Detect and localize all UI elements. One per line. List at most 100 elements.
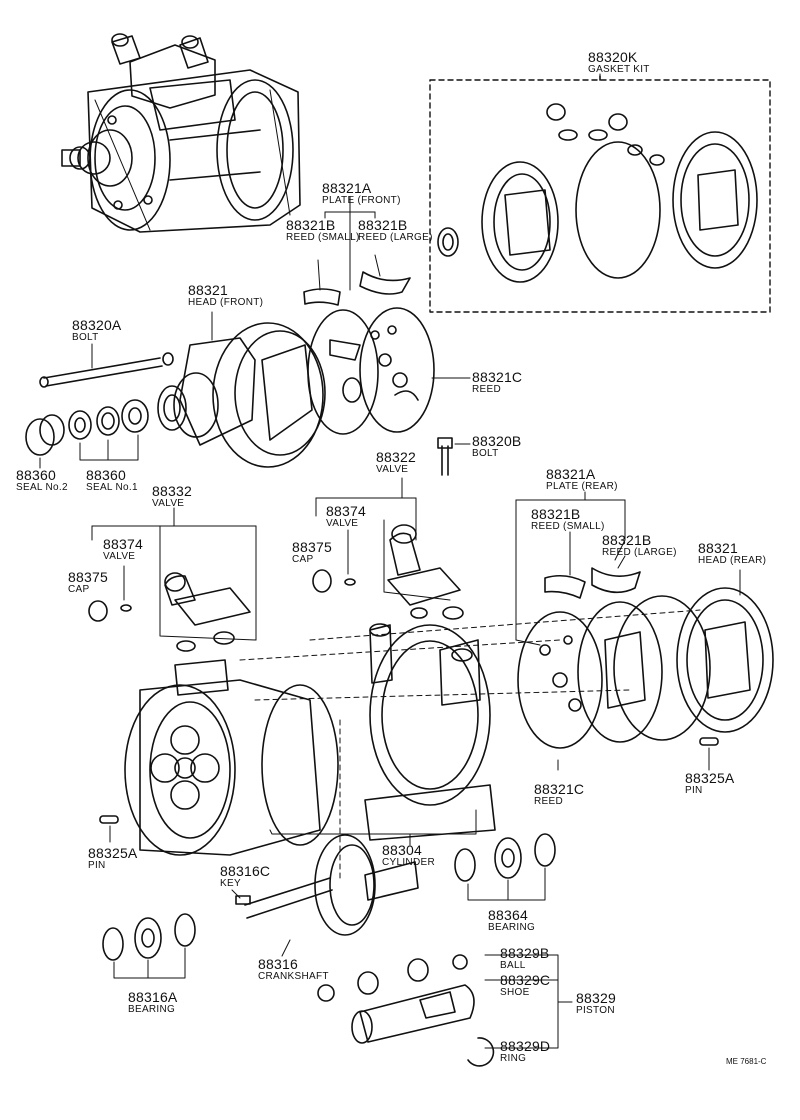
part-number: 88325A — [685, 770, 735, 786]
part-number: 88329 — [576, 990, 616, 1006]
label-plate-front: 88321A PLATE (FRONT) — [322, 181, 401, 206]
label-valve-center: 88322 VALVE — [376, 450, 416, 475]
part-name: PIN — [88, 860, 106, 871]
part-number: 88321A — [322, 180, 372, 196]
label-bearing-right: 88364 BEARING — [488, 908, 535, 933]
part-number: 88321B — [602, 532, 652, 548]
part-number: 88320A — [72, 317, 122, 333]
part-name: SEAL No.1 — [86, 482, 138, 493]
part-number: 88321C — [472, 369, 523, 385]
label-bolt-long: 88320A BOLT — [72, 318, 121, 343]
front-reed-large-illustration — [359, 271, 411, 295]
part-number: 88321B — [531, 506, 581, 522]
left-cap-illustration — [88, 600, 132, 622]
part-name: REED (LARGE) — [358, 232, 433, 243]
label-valve-small-center: 88374 VALVE — [326, 504, 366, 529]
part-number: 88321 — [698, 540, 738, 556]
part-name: BEARING — [128, 1004, 176, 1015]
label-crankshaft: 88316 CRANKSHAFT — [258, 957, 329, 982]
part-name: PLATE (REAR) — [546, 481, 618, 492]
part-name: BOLT — [72, 332, 99, 343]
label-pin-left: 88325A PIN — [88, 846, 137, 871]
reference-code: ME 7681-C — [726, 1057, 767, 1066]
part-number: 88364 — [488, 907, 528, 923]
front-head-illustration — [157, 322, 326, 468]
label-gasket-kit: 88320K GASKET KIT — [588, 50, 650, 75]
label-shoe: 88329C SHOE — [500, 973, 550, 998]
front-plate-illustration — [307, 309, 379, 435]
part-number: 88332 — [152, 483, 192, 499]
label-seal-no1: 88360 SEAL No.1 — [86, 468, 138, 493]
seal-no2-illustration — [25, 414, 65, 456]
left-valve-illustration — [164, 572, 251, 652]
label-key: 88316C KEY — [220, 864, 270, 889]
center-cap-illustration — [312, 569, 356, 593]
label-cap-left: 88375 CAP — [68, 570, 108, 595]
part-name: CAP — [292, 554, 314, 565]
part-number: 88320B — [472, 433, 522, 449]
label-valve-small-left: 88374 VALVE — [103, 537, 143, 562]
rear-reed-small-illustration — [544, 574, 586, 599]
label-reed-large-rear: 88321B REED (LARGE) — [602, 533, 677, 558]
part-number: 88316 — [258, 956, 298, 972]
part-number: 88304 — [382, 842, 422, 858]
part-name: REED — [472, 384, 501, 395]
rear-head-illustration — [676, 587, 774, 733]
seal-no1-illustration — [68, 399, 149, 440]
part-name: CRANKSHAFT — [258, 971, 329, 982]
part-number: 88375 — [68, 569, 108, 585]
label-piston: 88329 PISTON — [576, 991, 616, 1016]
shoe-illustration — [357, 958, 429, 995]
part-name: VALVE — [326, 518, 359, 529]
part-number: 88329D — [500, 1038, 551, 1054]
part-number: 88321A — [546, 466, 596, 482]
rear-pin-illustration — [699, 737, 719, 746]
label-bolt-short: 88320B BOLT — [472, 434, 521, 459]
part-number: 88321B — [286, 217, 336, 233]
part-name: CAP — [68, 584, 90, 595]
label-reed-large-front: 88321B REED (LARGE) — [358, 218, 433, 243]
part-number: 88322 — [376, 449, 416, 465]
rear-plate-illustration — [577, 601, 663, 743]
label-valve-left: 88332 VALVE — [152, 484, 192, 509]
front-reed-plate-illustration — [359, 307, 435, 433]
left-bearing-illustration — [102, 913, 196, 961]
part-name: VALVE — [376, 464, 409, 475]
part-name: GASKET KIT — [588, 64, 650, 75]
part-number: 88375 — [292, 539, 332, 555]
gasket-kit-group — [429, 75, 771, 313]
part-name: PIN — [685, 785, 703, 796]
part-number: 88329C — [500, 972, 551, 988]
label-reed-small-rear: 88321B REED (SMALL) — [531, 507, 605, 532]
label-pin-right: 88325A PIN — [685, 771, 734, 796]
part-number: 88374 — [326, 503, 366, 519]
part-name: RING — [500, 1053, 527, 1064]
part-name: BEARING — [488, 922, 536, 933]
part-name: REED — [534, 796, 563, 807]
ball-illustration — [317, 954, 468, 1002]
part-name: REED (SMALL) — [531, 521, 605, 532]
front-pin-illustration — [99, 815, 119, 824]
long-bolt-illustration — [39, 352, 174, 388]
label-reed-front: 88321C REED — [472, 370, 522, 395]
ring-illustration — [467, 1037, 495, 1067]
part-name: PISTON — [576, 1005, 615, 1016]
label-plate-rear: 88321A PLATE (REAR) — [546, 467, 618, 492]
short-bolt-illustration — [437, 437, 453, 476]
part-number: 88329B — [500, 945, 550, 961]
label-ball: 88329B BALL — [500, 946, 549, 971]
part-name: BALL — [500, 960, 526, 971]
label-bearing-left: 88316A BEARING — [128, 990, 177, 1015]
crankshaft-illustration — [235, 834, 419, 936]
rear-cylinder-illustration — [364, 623, 496, 841]
label-ring: 88329D RING — [500, 1039, 550, 1064]
part-number: 88316A — [128, 989, 178, 1005]
part-name: HEAD (REAR) — [698, 555, 767, 566]
part-number: 88360 — [86, 467, 126, 483]
part-name: KEY — [220, 878, 241, 889]
label-cylinder: 88304 CYLINDER — [382, 843, 435, 868]
part-number: 88320K — [588, 49, 638, 65]
part-name: SEAL No.2 — [16, 482, 68, 493]
right-bearing-illustration — [454, 833, 556, 882]
part-number: 88360 — [16, 467, 56, 483]
